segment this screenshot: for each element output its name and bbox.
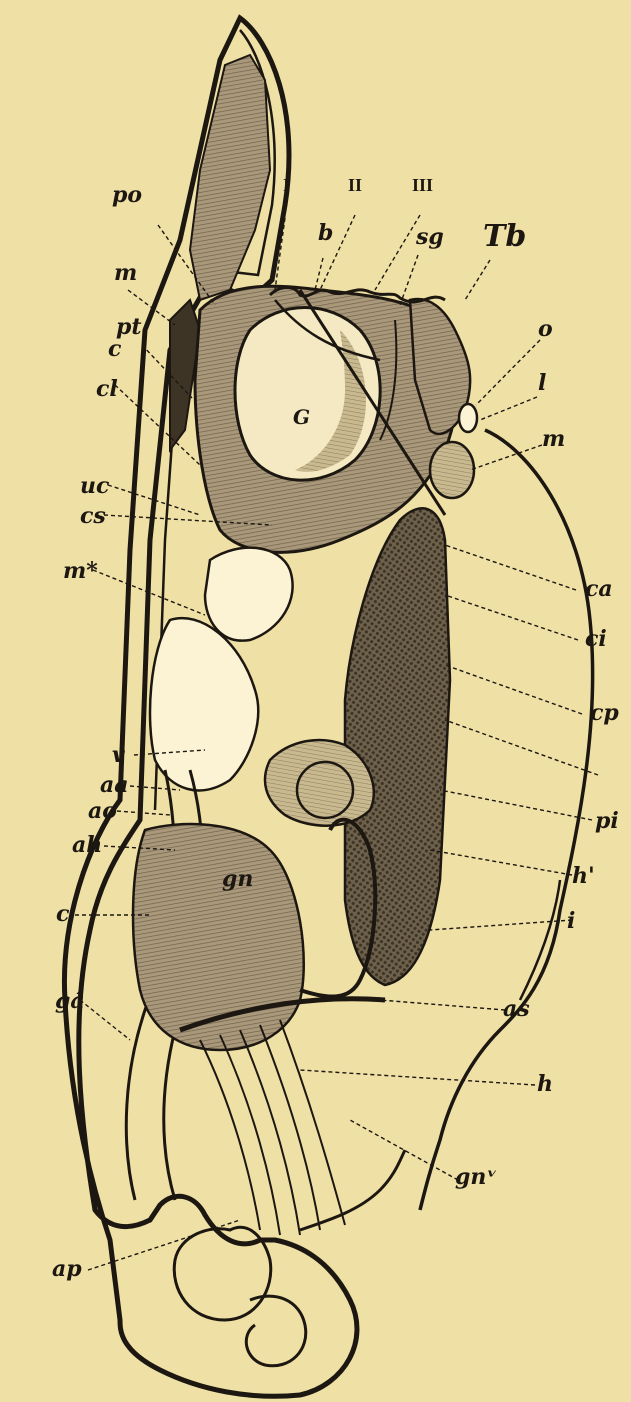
label-cp: cp xyxy=(590,702,619,724)
label-po: po xyxy=(112,184,142,206)
label-g-prime: gá xyxy=(55,990,85,1012)
upper-muscle-block xyxy=(190,55,270,300)
label-Tb: Tb xyxy=(483,222,526,252)
label-pi: pi xyxy=(595,810,619,832)
label-v: v xyxy=(112,744,125,766)
label-cl: cl xyxy=(96,378,118,400)
label-II: II xyxy=(348,176,362,194)
label-ao: ao xyxy=(88,800,117,822)
label-as: as xyxy=(503,998,530,1020)
label-ap: ap xyxy=(52,1258,82,1280)
label-l: l xyxy=(538,372,546,394)
label-gn-v: gnᵛ xyxy=(455,1166,497,1188)
label-ci: ci xyxy=(585,628,607,650)
label-b: b xyxy=(318,222,333,244)
label-uc: uc xyxy=(80,475,109,497)
label-gn: gn xyxy=(222,868,253,890)
cavity-left xyxy=(205,548,293,641)
lobe-m xyxy=(430,442,474,498)
label-c-lower: c xyxy=(56,903,69,925)
label-aa: aa xyxy=(100,774,129,796)
label-ah: ah xyxy=(72,834,102,856)
label-i: i xyxy=(567,910,575,932)
label-m-star: m* xyxy=(63,560,98,582)
label-ca: ca xyxy=(585,578,613,600)
label-G: G xyxy=(293,407,310,427)
label-h-prime: h' xyxy=(572,865,595,887)
pouch xyxy=(297,762,353,818)
foot-lines xyxy=(200,1020,345,1235)
label-c-upper: c xyxy=(108,338,121,360)
right-flap xyxy=(300,1150,405,1230)
lobe-o xyxy=(459,404,477,432)
label-I: I xyxy=(283,176,290,194)
digestive-gland xyxy=(345,508,450,985)
label-III: III xyxy=(412,176,433,194)
label-sg: sg xyxy=(416,226,444,248)
cavity-main xyxy=(150,618,258,790)
label-o: o xyxy=(538,318,553,340)
label-m-right: m xyxy=(542,428,565,450)
label-cs: cs xyxy=(80,505,106,527)
label-m-top: m xyxy=(114,262,137,284)
label-h: h xyxy=(537,1073,553,1095)
label-pt: pt xyxy=(116,316,142,338)
